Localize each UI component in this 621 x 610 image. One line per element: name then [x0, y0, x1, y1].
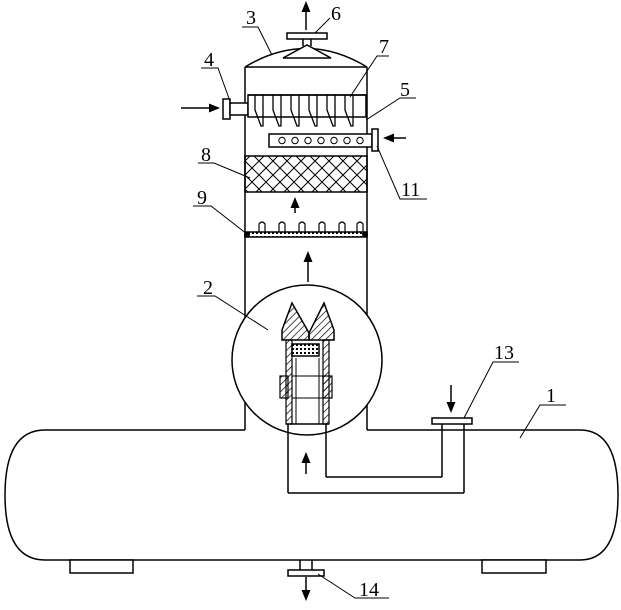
top-inlet-nozzle	[431, 417, 473, 425]
distributor-cap	[338, 221, 346, 232]
distributor-cap	[318, 221, 326, 232]
left-inlet-arrow	[181, 103, 220, 113]
bottom-drain-nozzle	[287, 560, 325, 577]
leader-lines	[193, 17, 566, 599]
label-11: 11	[401, 179, 420, 201]
spray-nozzle	[344, 95, 354, 127]
right-inlet-arrow	[383, 133, 406, 143]
packing-layer	[244, 155, 368, 193]
part-labels: 3 6 4 7 5 8 9 11 2 13 1 14	[197, 3, 556, 601]
label-14: 14	[359, 579, 379, 601]
spray-header-pipe	[222, 94, 367, 120]
spray-nozzle	[254, 95, 264, 127]
label-8: 8	[201, 144, 211, 166]
spray-nozzle	[308, 95, 318, 127]
flow-arrow-mid	[290, 197, 300, 213]
spray-nozzle	[326, 95, 336, 127]
spray-nozzles	[254, 95, 354, 127]
label-13: 13	[494, 342, 514, 364]
label-3: 3	[246, 7, 256, 29]
top-outlet-nozzle	[282, 32, 332, 59]
outlet-up-arrow	[301, 1, 311, 30]
top-inlet-arrow	[446, 385, 456, 413]
flow-arrow-lower	[303, 251, 313, 282]
label-6: 6	[331, 3, 341, 25]
flow-arrow-inner	[301, 452, 311, 474]
spray-nozzle	[272, 95, 282, 127]
distributor-cap	[356, 221, 364, 232]
label-7: 7	[379, 36, 389, 58]
label-2: 2	[203, 277, 213, 299]
label-4: 4	[204, 49, 214, 71]
distributor-cap	[258, 221, 266, 232]
label-9: 9	[197, 187, 207, 209]
distributor-plate	[244, 231, 368, 238]
label-1: 1	[546, 385, 556, 407]
perforated-inlet-pipe	[268, 128, 379, 152]
distributor-caps	[258, 221, 364, 232]
label-5: 5	[400, 79, 410, 101]
distributor-cap	[278, 221, 286, 232]
distributor-cap	[298, 221, 306, 232]
drain-down-arrow	[301, 577, 311, 601]
detail-circle	[231, 284, 383, 436]
spray-nozzle	[290, 95, 300, 127]
venturi-nozzle-assembly	[279, 301, 335, 425]
tank-support-feet	[69, 559, 547, 574]
inner-circulation-pipe	[287, 424, 465, 494]
horizontal-tank	[4, 429, 619, 561]
